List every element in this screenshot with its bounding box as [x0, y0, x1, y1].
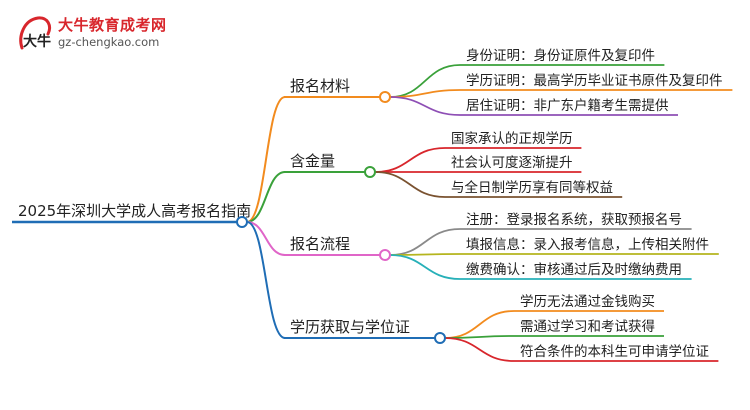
leaf-label[interactable]: 注册：登录报名系统，获取预报名号: [466, 212, 682, 228]
leaf-label[interactable]: 居住证明：非广东户籍考生需提供: [466, 97, 669, 114]
leaf-label[interactable]: 学历无法通过金钱购买: [520, 294, 655, 310]
leaf-label[interactable]: 身份证明：身份证原件及复印件: [466, 47, 655, 64]
leaf-label[interactable]: 填报信息：录入报考信息，上传相关附件: [466, 236, 709, 253]
logo-mark-text: 大牛: [23, 33, 51, 50]
leaf-label[interactable]: 缴费确认：审核通过后及时缴纳费用: [466, 262, 682, 278]
branch-node-dot[interactable]: [379, 91, 391, 103]
branch-to-leaf-edge: [444, 310, 515, 339]
branch-node-dot[interactable]: [364, 166, 376, 178]
logo-mark-icon: 大牛: [19, 16, 52, 50]
leaf-label[interactable]: 学历证明：最高学历毕业证书原件及复印件: [466, 72, 723, 89]
leaf-label[interactable]: 符合条件的本科生可申请学位证: [520, 343, 709, 360]
site-logo[interactable]: 大牛 大牛教育成考网 gz-chengkao.com: [14, 12, 174, 56]
mindmap-nodes: 2025年深圳大学成人高考报名指南 报名材料 身份证明：身份证原件及复印件学历证明：…: [18, 47, 723, 360]
branch-to-leaf-edge: [374, 171, 446, 198]
branch-to-leaf-edge: [444, 337, 515, 362]
leaf-label[interactable]: 社会认可度逐渐提升: [451, 155, 573, 171]
root-to-branch-edge: [246, 221, 286, 339]
branch-label[interactable]: 报名流程: [290, 235, 350, 253]
logo-url: gz-chengkao.com: [58, 35, 160, 49]
root-label[interactable]: 2025年深圳大学成人高考报名指南: [18, 202, 251, 220]
root-to-branch-edge: [246, 171, 286, 223]
branch-node-dot[interactable]: [434, 332, 446, 344]
leaf-label[interactable]: 与全日制学历享有同等权益: [451, 179, 613, 196]
branch-to-leaf-edge: [389, 96, 461, 116]
leaf-label[interactable]: 需通过学习和考试获得: [520, 318, 655, 335]
branch-label[interactable]: 学历获取与学位证: [290, 318, 410, 336]
branch-to-leaf-edge: [389, 89, 461, 98]
root-to-branch-edge: [246, 96, 286, 223]
root-to-branch-edge: [246, 221, 286, 256]
root-node-dot[interactable]: [236, 216, 248, 228]
leaf-label[interactable]: 国家承认的正规学历: [451, 130, 573, 147]
branch-node-dot[interactable]: [379, 249, 391, 261]
branch-to-leaf-edge: [374, 147, 446, 173]
mindmap-edges: [12, 64, 733, 362]
branch-to-leaf-edge: [389, 228, 461, 256]
branch-to-leaf-edge: [389, 64, 461, 98]
logo-title: 大牛教育成考网: [58, 16, 167, 34]
branch-to-leaf-edge: [389, 253, 461, 256]
branch-to-leaf-edge: [389, 254, 461, 280]
branch-label[interactable]: 报名材料: [290, 77, 350, 95]
branch-label[interactable]: 含金量: [290, 152, 335, 170]
